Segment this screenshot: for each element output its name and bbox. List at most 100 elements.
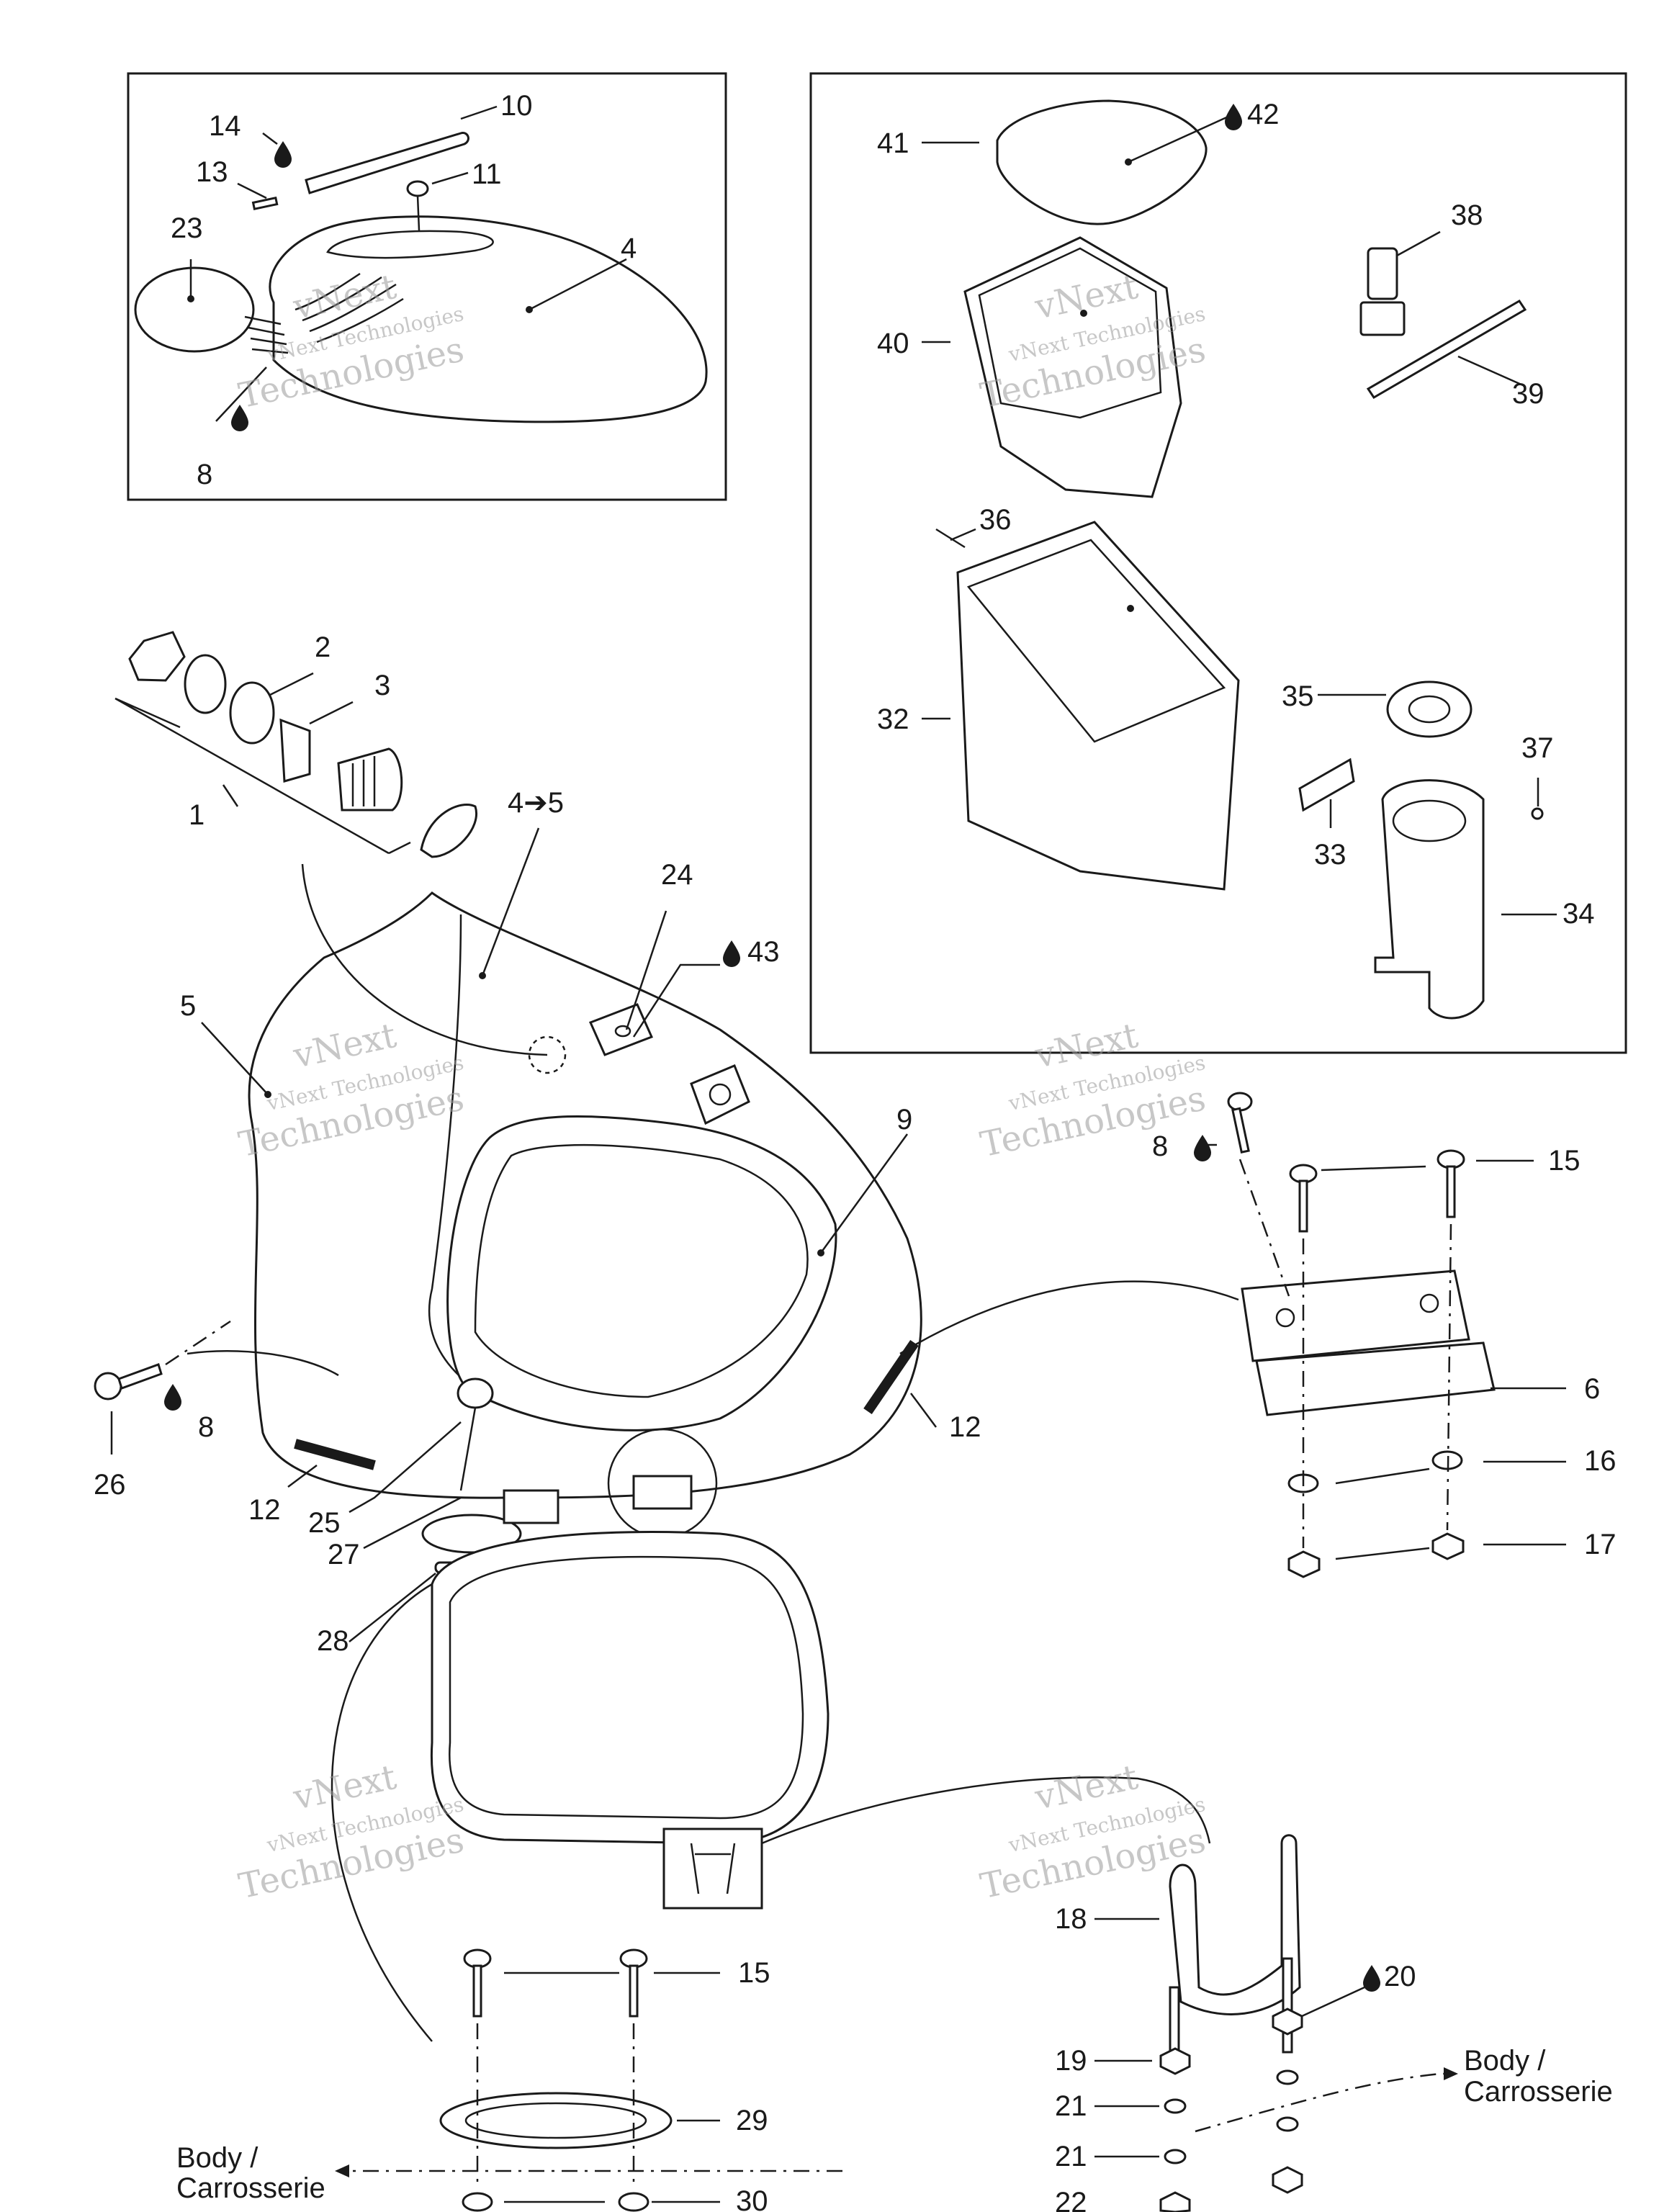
clip-leader-curve bbox=[761, 1776, 1211, 1845]
part-nut-19 bbox=[1159, 2047, 1191, 2075]
hinge-axis-c bbox=[1446, 1223, 1452, 1531]
callout-6: 6 bbox=[1584, 1373, 1600, 1405]
callout-37: 37 bbox=[1521, 732, 1554, 764]
hinge-axis-a bbox=[1238, 1159, 1290, 1297]
body-label-left-line2: Carrosserie bbox=[176, 2172, 325, 2204]
part-bellows-23 bbox=[134, 266, 289, 354]
callout-18: 18 bbox=[1055, 1903, 1087, 1935]
callout-21-b: 21 bbox=[1055, 2141, 1087, 2172]
callout-1: 1 bbox=[189, 799, 204, 831]
callout-13: 13 bbox=[196, 156, 228, 188]
oil-drop-icon-8-left bbox=[164, 1384, 181, 1411]
body-label-right-line1: Body / bbox=[1464, 2045, 1546, 2077]
seal-leader-curve bbox=[331, 1583, 433, 2042]
callout-3: 3 bbox=[374, 670, 390, 701]
part-bar-10 bbox=[305, 132, 469, 194]
callout-12-left: 12 bbox=[248, 1494, 281, 1526]
part-flange-35 bbox=[1386, 680, 1473, 738]
callout-20: 20 bbox=[1384, 1961, 1416, 1992]
callout-35: 35 bbox=[1282, 680, 1314, 712]
oil-drop-icon-14 bbox=[274, 141, 292, 168]
part-screw-8-hinge bbox=[1227, 1092, 1253, 1154]
inset-frame-right bbox=[809, 72, 1627, 1054]
callout-19: 19 bbox=[1055, 2045, 1087, 2077]
part-washer-30 bbox=[462, 2192, 649, 2212]
leader-dots bbox=[187, 158, 1134, 1256]
callout-15-hinge: 15 bbox=[1548, 1145, 1581, 1177]
lock-leader-curve bbox=[301, 863, 548, 1056]
oil-drop-icon-8-hinge bbox=[1194, 1135, 1211, 1161]
callout-9: 9 bbox=[896, 1104, 912, 1136]
part-liner-40 bbox=[963, 236, 1182, 498]
body-arrowhead-right bbox=[1444, 2067, 1458, 2080]
callout-25: 25 bbox=[308, 1507, 341, 1539]
callout-12-right: 12 bbox=[949, 1411, 981, 1443]
callout-4: 4 bbox=[621, 233, 637, 264]
screw-axis-26 bbox=[165, 1320, 231, 1366]
part-hinge-6 bbox=[1241, 1269, 1496, 1416]
part-nut-17 bbox=[1287, 1532, 1465, 1578]
callout-34: 34 bbox=[1563, 898, 1595, 930]
part-strip-12-right bbox=[863, 1340, 919, 1414]
body-arrow-right bbox=[1195, 2072, 1447, 2133]
callout-26: 26 bbox=[94, 1469, 126, 1501]
part-rod-39 bbox=[1366, 299, 1527, 400]
part-strip-12-left bbox=[294, 1439, 376, 1470]
part-seal-frame bbox=[430, 1531, 830, 1845]
part-lid-41 bbox=[996, 99, 1208, 225]
body-label-right-line2: Carrosserie bbox=[1464, 2076, 1613, 2108]
callout-4-to-5: 4➔5 bbox=[508, 787, 564, 819]
part-pin-13 bbox=[251, 196, 279, 210]
part-latch-25 bbox=[457, 1377, 494, 1491]
callout-38: 38 bbox=[1451, 199, 1483, 231]
callout-30: 30 bbox=[736, 2185, 768, 2212]
part-plate-33 bbox=[1298, 757, 1355, 812]
callout-10: 10 bbox=[500, 90, 533, 122]
callout-11: 11 bbox=[472, 158, 502, 190]
callout-23: 23 bbox=[171, 212, 203, 244]
callout-42: 42 bbox=[1247, 99, 1280, 130]
inset-frame-left bbox=[127, 72, 727, 501]
body-arrowhead-left bbox=[335, 2164, 349, 2177]
part-nut-22 bbox=[1159, 2166, 1303, 2212]
part-screw-15-hinge-a bbox=[1289, 1164, 1318, 1233]
callout-15-bottom: 15 bbox=[738, 1957, 770, 1989]
part-screw-15-hinge-b bbox=[1437, 1149, 1465, 1218]
clip-detail-box bbox=[662, 1827, 763, 1910]
callout-43: 43 bbox=[747, 936, 780, 968]
callout-2: 2 bbox=[315, 631, 331, 663]
callout-36: 36 bbox=[979, 504, 1012, 536]
part-washer-21 bbox=[1164, 2069, 1299, 2164]
hinge-small-right bbox=[607, 1428, 718, 1539]
part-nut-38 bbox=[1359, 247, 1406, 336]
oil-drop-icon-20 bbox=[1363, 1965, 1380, 1992]
callout-28: 28 bbox=[317, 1625, 349, 1657]
callout-16: 16 bbox=[1584, 1445, 1617, 1477]
part-clip-11 bbox=[406, 180, 429, 231]
callout-8-inset: 8 bbox=[197, 459, 212, 490]
callout-24: 24 bbox=[661, 859, 693, 891]
part-cover-4 bbox=[269, 215, 708, 423]
part-ubolt-18 bbox=[1169, 1834, 1301, 2068]
callout-8-left: 8 bbox=[198, 1411, 214, 1443]
part-bracket-34 bbox=[1374, 779, 1485, 1020]
part-lock-assembly-1 bbox=[128, 631, 478, 858]
part-box-32 bbox=[956, 521, 1240, 891]
part-screw-36 bbox=[935, 528, 966, 549]
leader-lines bbox=[110, 105, 1566, 2203]
hinge-small-left bbox=[503, 1489, 559, 1524]
callout-17: 17 bbox=[1584, 1529, 1617, 1560]
part-cutout-24 bbox=[588, 1003, 750, 1125]
oil-drop-icon-42 bbox=[1225, 104, 1242, 130]
callout-32: 32 bbox=[877, 703, 909, 735]
callout-33: 33 bbox=[1314, 839, 1346, 871]
callout-27: 27 bbox=[328, 1539, 360, 1570]
part-screw-26 bbox=[94, 1363, 163, 1401]
callout-14: 14 bbox=[209, 110, 241, 142]
callout-41: 41 bbox=[877, 127, 909, 159]
oil-drop-icon-43 bbox=[723, 940, 740, 967]
callout-5: 5 bbox=[180, 990, 196, 1022]
watermark-4: vNext vNext Technologies Technologies bbox=[977, 1015, 1209, 1165]
callout-39: 39 bbox=[1512, 378, 1545, 410]
